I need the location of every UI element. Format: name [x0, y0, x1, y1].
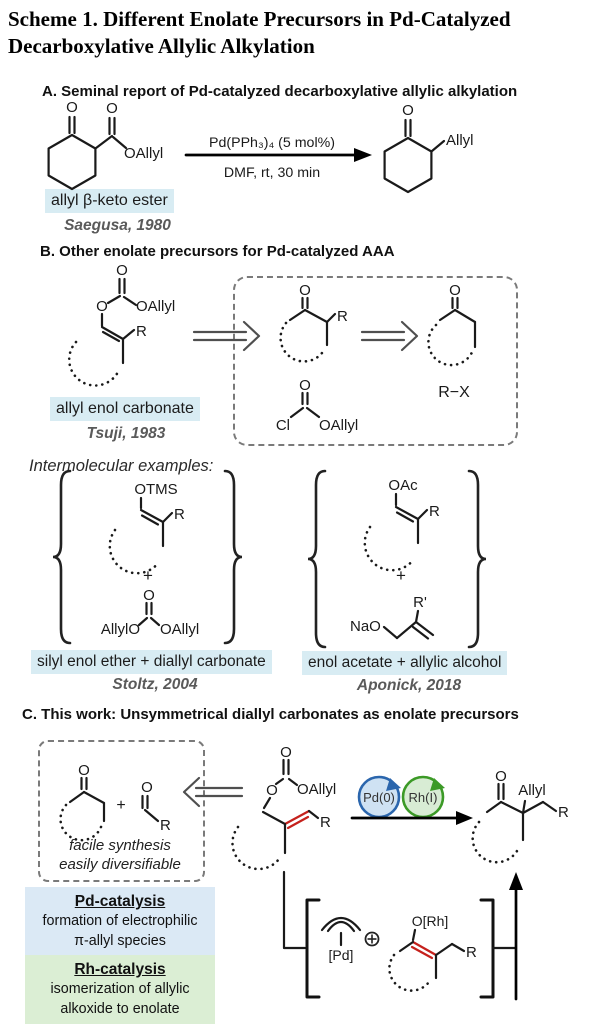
plus-sign: +	[143, 566, 153, 585]
intermediate-connectors	[282, 870, 523, 1001]
structure-allyl-cyclohexanone: O Allyl	[383, 102, 474, 194]
arrowhead	[456, 811, 473, 825]
carbonyl-oxygen-label: O	[143, 587, 155, 604]
orh-label: O[Rh]	[412, 913, 449, 929]
r-group-label: R	[136, 323, 147, 340]
ketone-oxygen-label: O	[495, 768, 507, 785]
ketone-oxygen-label: O	[66, 99, 78, 116]
plus-sign: +	[396, 566, 406, 585]
caption-allyl-enol-carbonate: allyl enol carbonate	[50, 397, 200, 421]
pd-panel-line1: formation of electrophilic	[42, 912, 198, 929]
intermolecular-examples-label: Intermolecular examples:	[29, 457, 214, 475]
structure-allyl-enol-carbonate: O O OAllyl R	[67, 262, 175, 387]
caption-allyl-beta-keto-ester: allyl β-keto ester	[45, 189, 174, 213]
pd-panel-title: Pd-catalysis	[74, 892, 166, 910]
pd-bracket-label: [Pd]	[329, 947, 354, 963]
ester-oxygen-label: O	[106, 100, 118, 117]
structure-sodium-allylic-alkoxide: NaO R'	[350, 594, 435, 640]
rh-panel-line2: alkoxide to enolate	[60, 1001, 180, 1018]
ester-oxygen-label: O	[266, 782, 278, 799]
structure-rhodium-enolate: O[Rh] R	[388, 913, 477, 992]
rh-panel-title: Rh-catalysis	[74, 961, 166, 979]
oallyl-label: OAllyl	[160, 621, 199, 638]
r-group-label: R	[174, 506, 185, 523]
nao-label: NaO	[350, 618, 381, 635]
right-bracket	[479, 898, 495, 999]
r-group-label: R	[429, 503, 440, 520]
oallyl-label: OAllyl	[297, 781, 336, 798]
conditions-catalyst: Pd(PPh₃)₄ (5 mol%)	[209, 135, 335, 151]
rhI-label: Rh(I)	[409, 790, 438, 805]
allyl-label: Allyl	[446, 132, 474, 149]
oallyl-label: OAllyl	[124, 145, 163, 162]
ester-oxygen-label: O	[96, 298, 108, 315]
structure-enol-acetate: OAc R	[363, 477, 440, 572]
structure-pi-allyl-palladium: [Pd]	[320, 916, 362, 963]
dashed-box-synthons	[38, 740, 205, 882]
carbonyl-oxygen-label: O	[280, 744, 292, 761]
scheme-title: Scheme 1. Different Enolate Precursors i…	[8, 6, 600, 60]
allyl-label: Allyl	[518, 782, 546, 799]
pd0-label: Pd(0)	[363, 790, 395, 805]
oallyl-label: OAllyl	[136, 298, 175, 315]
section-c-heading: C. This work: Unsymmetrical diallyl carb…	[22, 706, 519, 723]
allylo-label: AllylO	[101, 621, 140, 638]
brace-right-group	[307, 469, 487, 649]
reference-saegusa: Saegusa, 1980	[64, 217, 171, 234]
reference-aponick: Aponick, 2018	[356, 677, 462, 694]
caption-silyl-enol-ether: silyl enol ether + diallyl carbonate	[31, 650, 272, 674]
conditions-solvent: DMF, rt, 30 min	[224, 165, 320, 181]
scheme-title-line1: Scheme 1. Different Enolate Precursors i…	[8, 7, 511, 31]
structure-quaternary-allyl-ketone-product: O Allyl R	[471, 768, 569, 864]
catalyst-cycle-icons: Pd(0) Rh(I)	[350, 775, 473, 825]
section-b-heading: B. Other enolate precursors for Pd-catal…	[40, 243, 395, 260]
synthesis-note: facile synthesis easily diversifiable	[40, 836, 200, 874]
rh-cycle-circle	[401, 775, 445, 819]
rh-cycle-arrowhead	[430, 778, 445, 791]
otms-label: OTMS	[134, 481, 177, 498]
pd-cycle-arrowhead	[386, 778, 401, 791]
pd-cycle-circle	[357, 775, 401, 819]
structure-silyl-enol-ether: OTMS R	[108, 481, 185, 575]
arrowhead	[354, 148, 372, 162]
caption-enol-acetate: enol acetate + allylic alcohol	[302, 651, 508, 675]
reference-stoltz: Stoltz, 2004	[112, 676, 198, 693]
r-group-label: R	[558, 804, 569, 821]
r-group-label: R	[320, 814, 331, 831]
reference-tsuji: Tsuji, 1983	[86, 425, 166, 442]
plus-circle-symbol	[364, 931, 380, 947]
r-prime-label: R'	[413, 594, 427, 611]
up-arrowhead	[509, 872, 523, 890]
structure-allyl-beta-keto-ester: O O OAllyl	[47, 99, 163, 191]
dashed-box-retrosynthesis	[233, 276, 518, 446]
rh-catalysis-panel: Rh-catalysis isomerization of allylic al…	[25, 955, 215, 1024]
carbonyl-oxygen-label: O	[116, 262, 128, 279]
oac-label: OAc	[388, 477, 418, 494]
r-group-label: R	[466, 944, 477, 961]
left-bracket	[305, 898, 321, 999]
note-line1: facile synthesis	[69, 837, 171, 854]
section-a-heading: A. Seminal report of Pd-catalyzed decarb…	[42, 83, 518, 100]
rh-panel-line1: isomerization of allylic	[50, 981, 190, 998]
ketone-oxygen-label: O	[402, 102, 414, 119]
structure-diallyl-carbonate: O AllylO OAllyl	[101, 587, 199, 638]
pd-panel-line2: π-allyl species	[74, 932, 166, 949]
pd-catalysis-panel: Pd-catalysis formation of electrophilic …	[25, 887, 215, 955]
reaction-arrow-a: Pd(PPh₃)₄ (5 mol%) DMF, rt, 30 min	[184, 135, 372, 181]
brace-left-group	[52, 469, 243, 645]
scheme-title-line2: Decarboxylative Allylic Alkylation	[8, 34, 315, 58]
note-line2: easily diversifiable	[59, 856, 181, 873]
structure-unsymmetrical-diallyl-carbonate: O O OAllyl R	[231, 744, 336, 871]
